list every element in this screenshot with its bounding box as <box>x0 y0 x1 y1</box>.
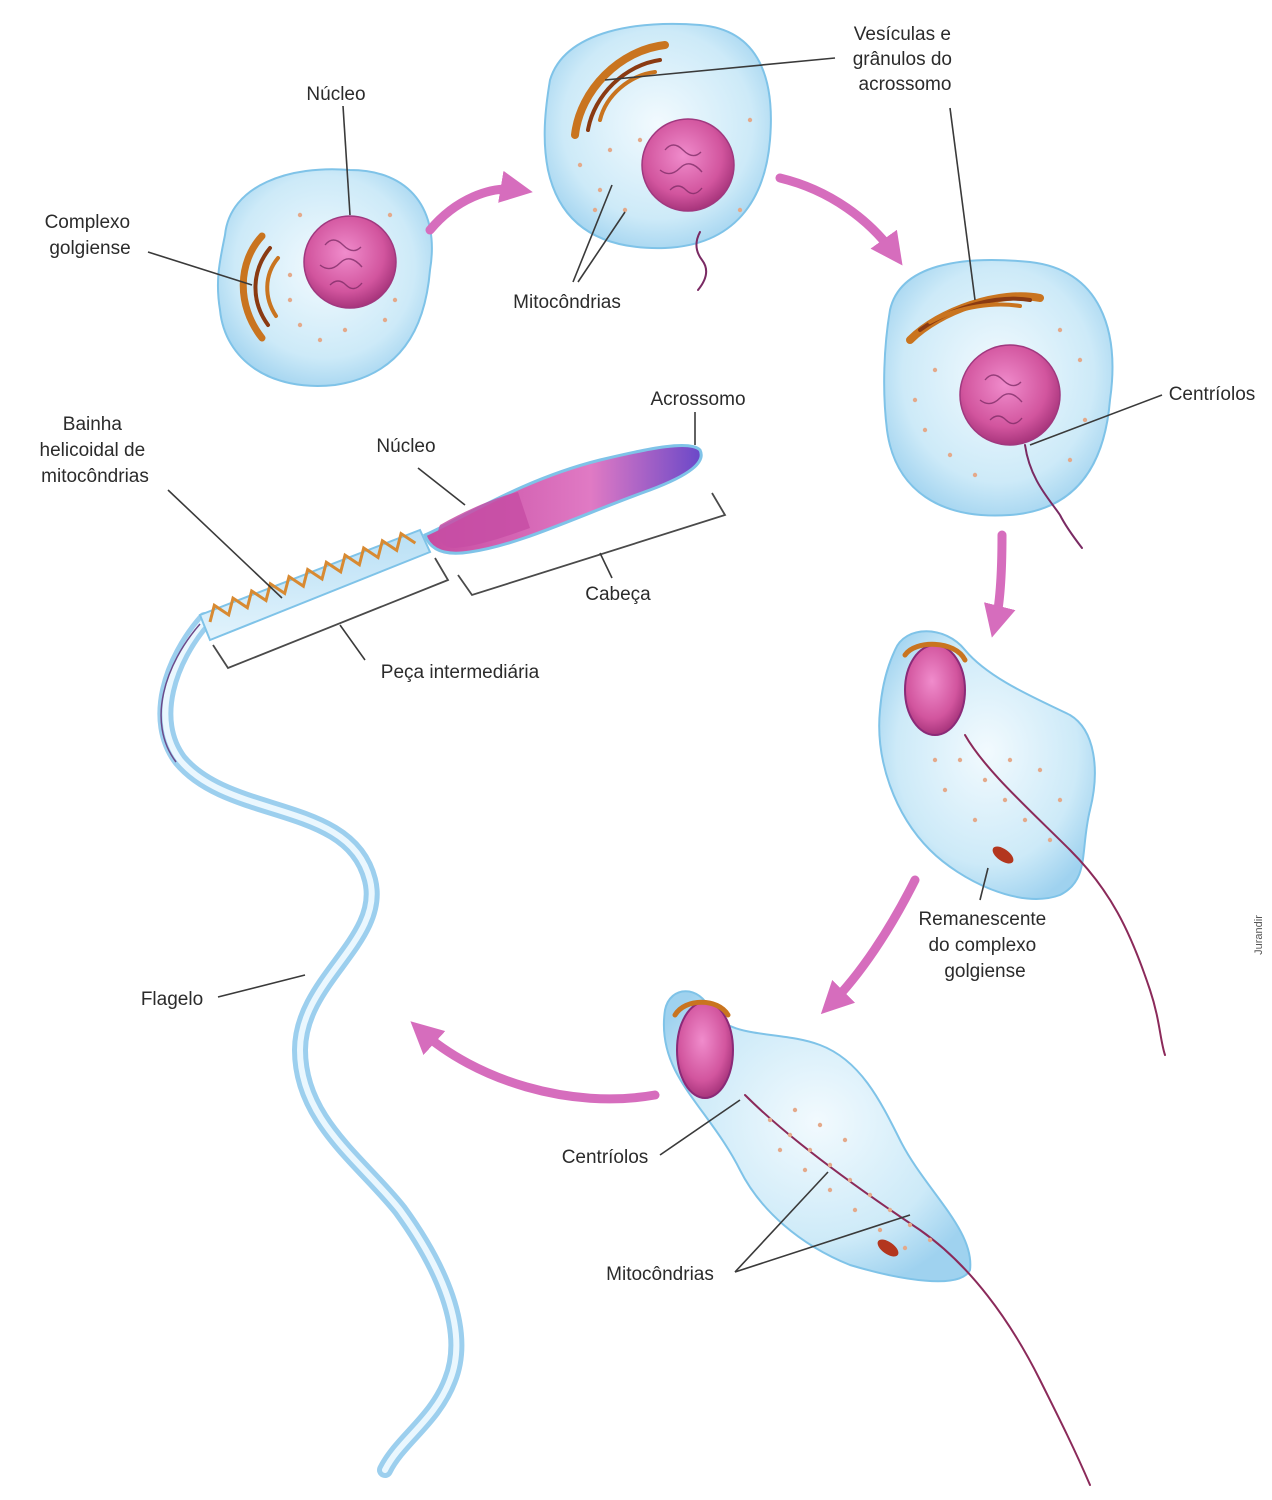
nucleus-4 <box>905 645 965 735</box>
label-mitocondrias-top: Mitocôndrias <box>513 292 621 313</box>
label-peca-intermediaria: Peça intermediária <box>381 662 540 683</box>
label-remanescente: Remanescente do complexo golgiense <box>918 909 1051 982</box>
cell-stage-1 <box>218 169 432 386</box>
arrow-3-to-4 <box>995 535 1002 625</box>
label-cabeca: Cabeça <box>585 584 651 605</box>
label-nucleo-sperm: Núcleo <box>376 436 435 457</box>
label-vesiculas-acrossomo: Vesículas e grânulos do acrossomo <box>853 24 958 95</box>
flagellum <box>165 620 456 1470</box>
label-bainha-mitocondrias: Bainha helicoidal de mitocôndrias <box>40 414 151 487</box>
label-acrossomo: Acrossomo <box>650 389 745 410</box>
arrow-1-to-2 <box>430 189 520 230</box>
label-centriolos-bottom: Centríolos <box>562 1147 649 1168</box>
cell-stage-2 <box>545 24 771 290</box>
cell-stage-5 <box>664 991 1090 1485</box>
cell-stage-4 <box>879 631 1165 1055</box>
middle-piece <box>200 530 430 640</box>
label-complexo-golgiense: Complexo golgiense <box>45 212 136 259</box>
arrow-2-to-3 <box>780 178 895 255</box>
label-centriolos-right: Centríolos <box>1169 384 1256 405</box>
label-mitocondrias-bottom: Mitocôndrias <box>606 1264 714 1285</box>
arrow-5-to-sperm <box>420 1030 655 1099</box>
cell-stage-3 <box>884 260 1112 548</box>
arrow-4-to-5 <box>830 880 915 1005</box>
nucleus-5 <box>677 1002 733 1098</box>
credit-text: Jurandir <box>1253 915 1265 955</box>
label-nucleo-top: Núcleo <box>306 84 365 105</box>
label-flagelo: Flagelo <box>141 989 203 1010</box>
